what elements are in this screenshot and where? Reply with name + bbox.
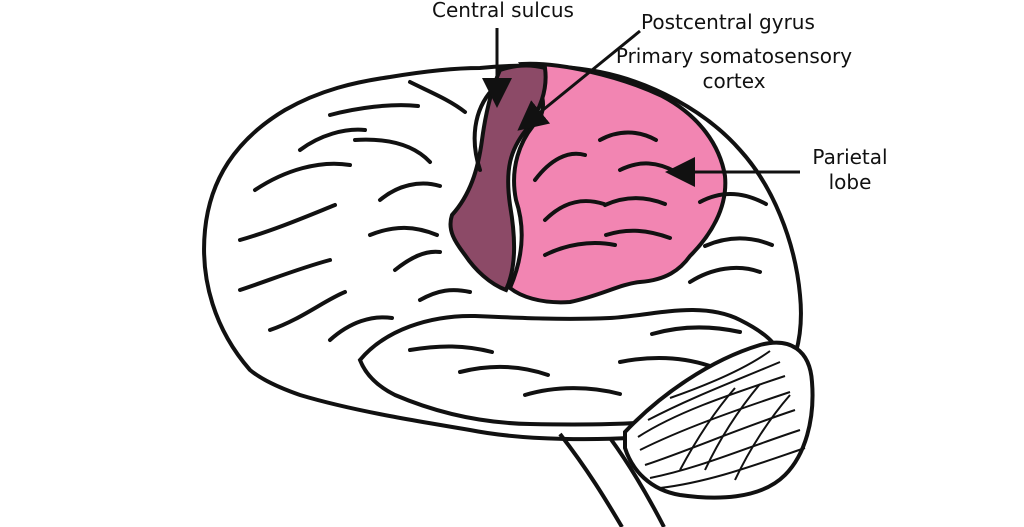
- brainstem: [558, 432, 624, 527]
- cerebellum: [623, 340, 815, 500]
- postcentral-gyrus-label: Postcentral gyrus: [641, 10, 815, 34]
- cerebellum-folia: [637, 350, 806, 489]
- parietal-lobe-label-line-2: lobe: [828, 170, 872, 194]
- parietal-lobe-label: Parietal lobe: [802, 145, 898, 195]
- parietal-lobe-label-line-1: Parietal: [812, 145, 888, 169]
- gyri-lines: [238, 80, 774, 397]
- primary-somatosensory-label: Primary somatosensory cortex: [611, 44, 857, 94]
- primary-somatosensory-label-line-2: cortex: [702, 69, 766, 93]
- central-sulcus-label: Central sulcus: [432, 0, 574, 22]
- postcentral-gyrus-arrow: [517, 29, 641, 131]
- primary-somatosensory-label-line-1: Primary somatosensory: [615, 44, 853, 68]
- brainstem-outer: [608, 436, 666, 527]
- parietal-lobe-region: [507, 61, 728, 305]
